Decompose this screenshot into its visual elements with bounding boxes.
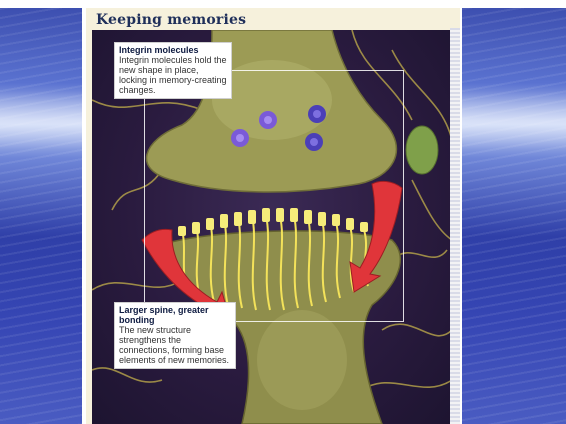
callout-integrin-heading: Integrin molecules <box>119 45 227 55</box>
callout-integrin-text: Integrin molecules hold the new shape in… <box>119 55 227 95</box>
highlight-frame <box>144 70 404 322</box>
callout-larger-spine-text: The new structure strengthens the connec… <box>119 325 231 365</box>
callout-integrin: Integrin molecules Integrin molecules ho… <box>114 42 232 99</box>
figure-title: Keeping memories <box>96 12 246 28</box>
callout-larger-spine: Larger spine, greater bonding The new st… <box>114 302 236 369</box>
right-decorative-panel <box>462 8 566 424</box>
page-edge-texture <box>450 28 460 424</box>
callout-larger-spine-heading: Larger spine, greater bonding <box>119 305 231 325</box>
left-decorative-panel <box>0 8 82 424</box>
illustration-figure: Keeping memories <box>86 8 460 424</box>
